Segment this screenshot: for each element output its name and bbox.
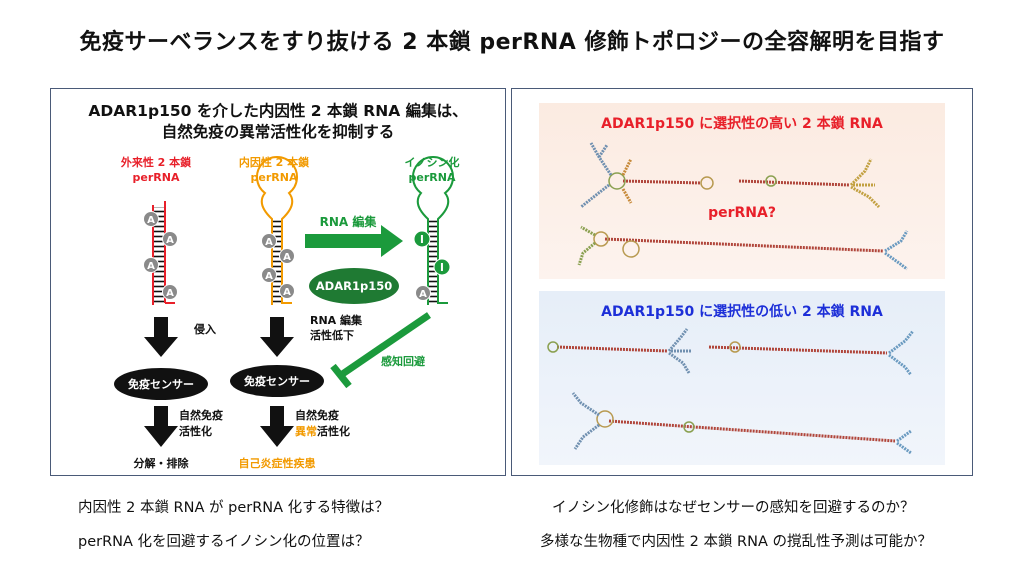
- adenosine-marker: [415, 285, 431, 301]
- editing-decrease-line1: RNA 編集: [310, 313, 363, 327]
- adenosine-label: A: [166, 235, 174, 246]
- inosinated-dsrna-hairpin: [412, 156, 454, 305]
- high-selectivity-box: ADAR1p150 に選択性の高い 2 本鎖 RNA perRNA?: [539, 103, 945, 279]
- rna-secondary-structure: [547, 328, 691, 374]
- evasion-inhibition-line: [330, 312, 431, 389]
- adenosine-marker-group-1: [143, 211, 178, 300]
- evasion-label: 感知回避: [381, 354, 426, 368]
- perrna-question: perRNA?: [708, 205, 776, 221]
- enzyme-label: ADAR1p150: [316, 279, 392, 293]
- panel-heading-line1: ADAR1p150 を介した内因性 2 本鎖 RNA 編集は、: [88, 102, 468, 120]
- adar1p150-enzyme: [309, 268, 399, 304]
- outcome-degradation: 分解・排除: [134, 456, 190, 470]
- adenosine-label: A: [147, 215, 155, 226]
- adenosine-marker-group-2: [261, 233, 295, 299]
- inosine-label: I: [420, 234, 424, 246]
- innate1-line2: 活性化: [179, 424, 212, 438]
- down-arrow: [260, 317, 294, 357]
- adenosine-label: A: [166, 288, 174, 299]
- high-selectivity-structures: [577, 142, 909, 271]
- research-question-2: イノシン化修飾はなぜセンサーの感知を回避するのか？: [552, 500, 915, 516]
- low-selectivity-structures: [547, 328, 915, 455]
- rna-editing-label: RNA 編集: [320, 214, 378, 229]
- down-arrow: [144, 317, 178, 357]
- rna-structure-panel: ADAR1p150 に選択性の高い 2 本鎖 RNA perRNA?: [511, 88, 973, 476]
- adenosine-label: A: [283, 252, 291, 263]
- outcome-autoinflammatory: 自己炎症性疾患: [239, 456, 316, 470]
- activation-label: 活性化: [317, 424, 350, 438]
- inosine-marker-group: [413, 230, 451, 276]
- immune-sensor-2: [230, 365, 324, 397]
- rna-secondary-structure: [571, 392, 912, 455]
- page-title: 免疫サーベランスをすり抜ける 2 本鎖 perRNA 修飾トポロジーの全容解明を…: [79, 30, 945, 55]
- mechanism-panel: ADAR1p150 を介した内因性 2 本鎖 RNA 編集は、 自然免疫の異常活…: [50, 88, 506, 476]
- rna-secondary-structure: [577, 225, 909, 271]
- adenosine-label: A: [265, 271, 273, 282]
- rna-secondary-structure: [580, 142, 881, 209]
- exogenous-dsrna: [152, 201, 175, 305]
- adenosine-label: A: [147, 261, 155, 272]
- adenosine-label: A: [419, 289, 427, 300]
- abnormal-label: 異常: [295, 424, 317, 438]
- immune-sensor-1: [114, 368, 208, 400]
- low-selectivity-title: ADAR1p150 に選択性の低い 2 本鎖 RNA: [601, 304, 883, 320]
- panel-heading-line2: 自然免疫の異常活性化を抑制する: [161, 123, 395, 141]
- adenosine-label: A: [283, 287, 291, 298]
- innate2-line1: 自然免疫: [295, 408, 339, 422]
- innate1-line1: 自然免疫: [179, 408, 223, 422]
- low-selectivity-box: ADAR1p150 に選択性の低い 2 本鎖 RNA: [539, 291, 945, 465]
- sensor-label: 免疫センサー: [244, 374, 310, 388]
- editing-arrow: [305, 225, 403, 257]
- adenosine-label: A: [265, 237, 273, 248]
- invasion-label: 侵入: [193, 322, 216, 336]
- down-arrow: [144, 406, 178, 447]
- down-arrow: [260, 406, 294, 447]
- high-selectivity-title: ADAR1p150 に選択性の高い 2 本鎖 RNA: [601, 116, 883, 132]
- research-question-3: perRNA 化を回避するイノシン化の位置は？: [78, 534, 370, 550]
- sensor-label: 免疫センサー: [128, 377, 194, 391]
- editing-decrease-line2: 活性低下: [310, 328, 354, 342]
- rna-secondary-structure: [708, 330, 915, 376]
- research-question-1: 内因性 2 本鎖 RNA が perRNA 化する特徴は？: [78, 500, 390, 516]
- innate2-line2: 異常活性化: [295, 424, 350, 438]
- inosine-label: I: [440, 262, 444, 274]
- mechanism-diagram: A A A A A A A A RNA 編集 ADAR1p150: [114, 156, 454, 470]
- endogenous-dsrna-hairpin: [256, 156, 298, 305]
- research-question-4: 多様な生物種で内因性 2 本鎖 RNA の撹乱性予測は可能か？: [540, 534, 933, 550]
